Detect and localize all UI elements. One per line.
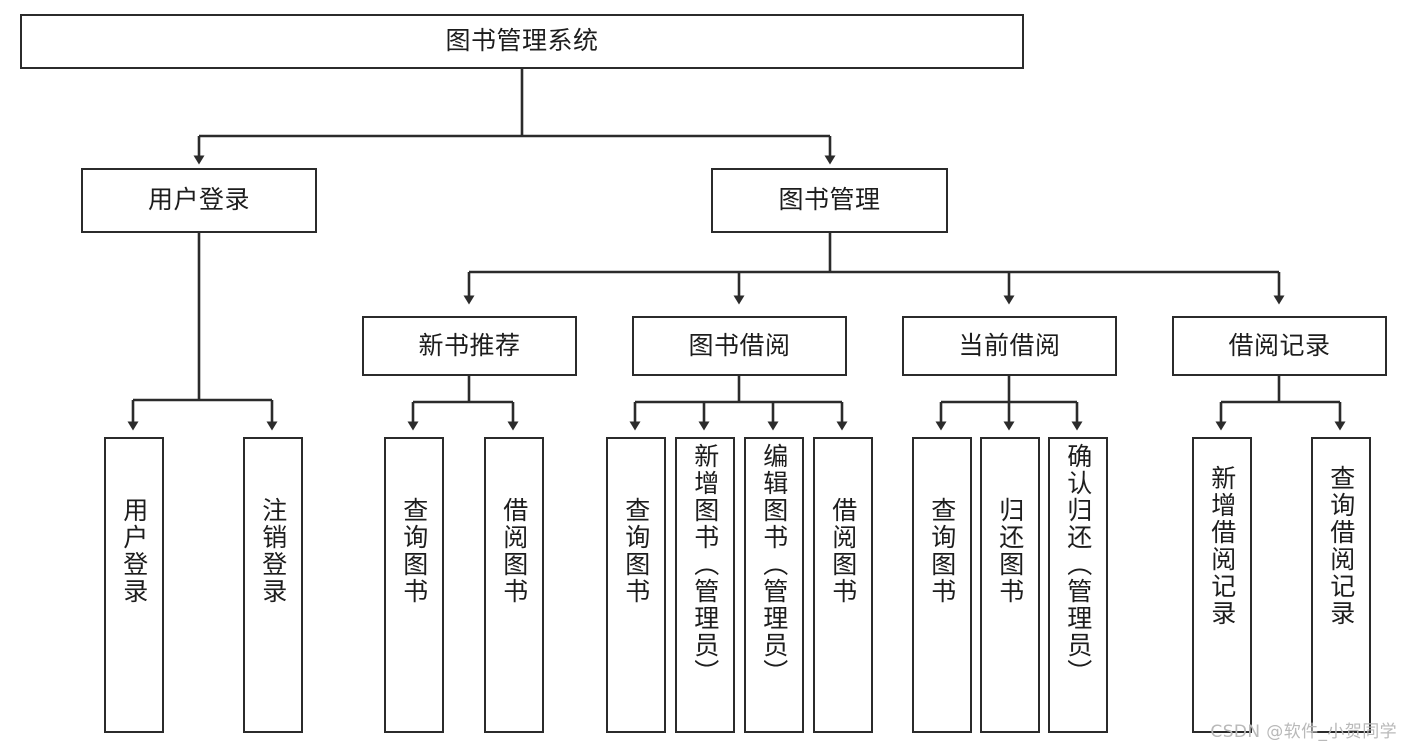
node-leaf-edit-book[interactable]: 编辑图书（管理员）: [744, 437, 804, 733]
node-leaf-borrow-book-2[interactable]: 借阅图书: [813, 437, 873, 733]
node-leaf-user-login[interactable]: 用户登录: [104, 437, 164, 733]
node-leaf-query-record[interactable]: 查询借阅记录: [1311, 437, 1371, 733]
node-leaf-return-book[interactable]: 归还图书: [980, 437, 1040, 733]
node-current-borrow[interactable]: 当前借阅: [902, 316, 1117, 376]
node-label: 查询图书: [927, 497, 957, 605]
node-leaf-query-book-2[interactable]: 查询图书: [606, 437, 666, 733]
node-book-manage[interactable]: 图书管理: [711, 168, 948, 233]
node-leaf-borrow-book-1[interactable]: 借阅图书: [484, 437, 544, 733]
node-label: 图书管理系统: [445, 26, 599, 56]
node-label: 借阅记录: [1228, 330, 1331, 360]
node-label: 借阅图书: [828, 497, 858, 605]
node-label: 用户登录: [119, 497, 149, 605]
node-label: 新书推荐: [418, 330, 521, 360]
node-label: 查询图书: [621, 497, 651, 605]
node-book-borrow[interactable]: 图书借阅: [632, 316, 847, 376]
node-label: 确认归还（管理员）: [1063, 443, 1093, 686]
node-label: 新增图书（管理员）: [690, 443, 720, 686]
node-label: 图书管理: [778, 185, 881, 215]
node-leaf-query-book-3[interactable]: 查询图书: [912, 437, 972, 733]
node-borrow-record[interactable]: 借阅记录: [1172, 316, 1387, 376]
node-label: 注销登录: [258, 497, 288, 605]
node-leaf-logout[interactable]: 注销登录: [243, 437, 303, 733]
node-user-login[interactable]: 用户登录: [81, 168, 317, 233]
node-root-system[interactable]: 图书管理系统: [20, 14, 1024, 69]
node-label: 新增借阅记录: [1207, 465, 1237, 627]
node-label: 当前借阅: [958, 330, 1061, 360]
node-leaf-add-record[interactable]: 新增借阅记录: [1192, 437, 1252, 733]
node-label: 查询借阅记录: [1326, 465, 1356, 627]
node-label: 用户登录: [147, 185, 250, 215]
node-new-book-recommend[interactable]: 新书推荐: [362, 316, 577, 376]
node-leaf-add-book[interactable]: 新增图书（管理员）: [675, 437, 735, 733]
node-leaf-query-book-1[interactable]: 查询图书: [384, 437, 444, 733]
node-leaf-confirm-return[interactable]: 确认归还（管理员）: [1048, 437, 1108, 733]
csdn-watermark: CSDN @软件_小贺同学: [1210, 722, 1397, 742]
node-label: 查询图书: [399, 497, 429, 605]
node-label: 编辑图书（管理员）: [759, 443, 789, 686]
node-label: 借阅图书: [499, 497, 529, 605]
node-label: 图书借阅: [688, 330, 791, 360]
node-label: 归还图书: [995, 497, 1025, 605]
